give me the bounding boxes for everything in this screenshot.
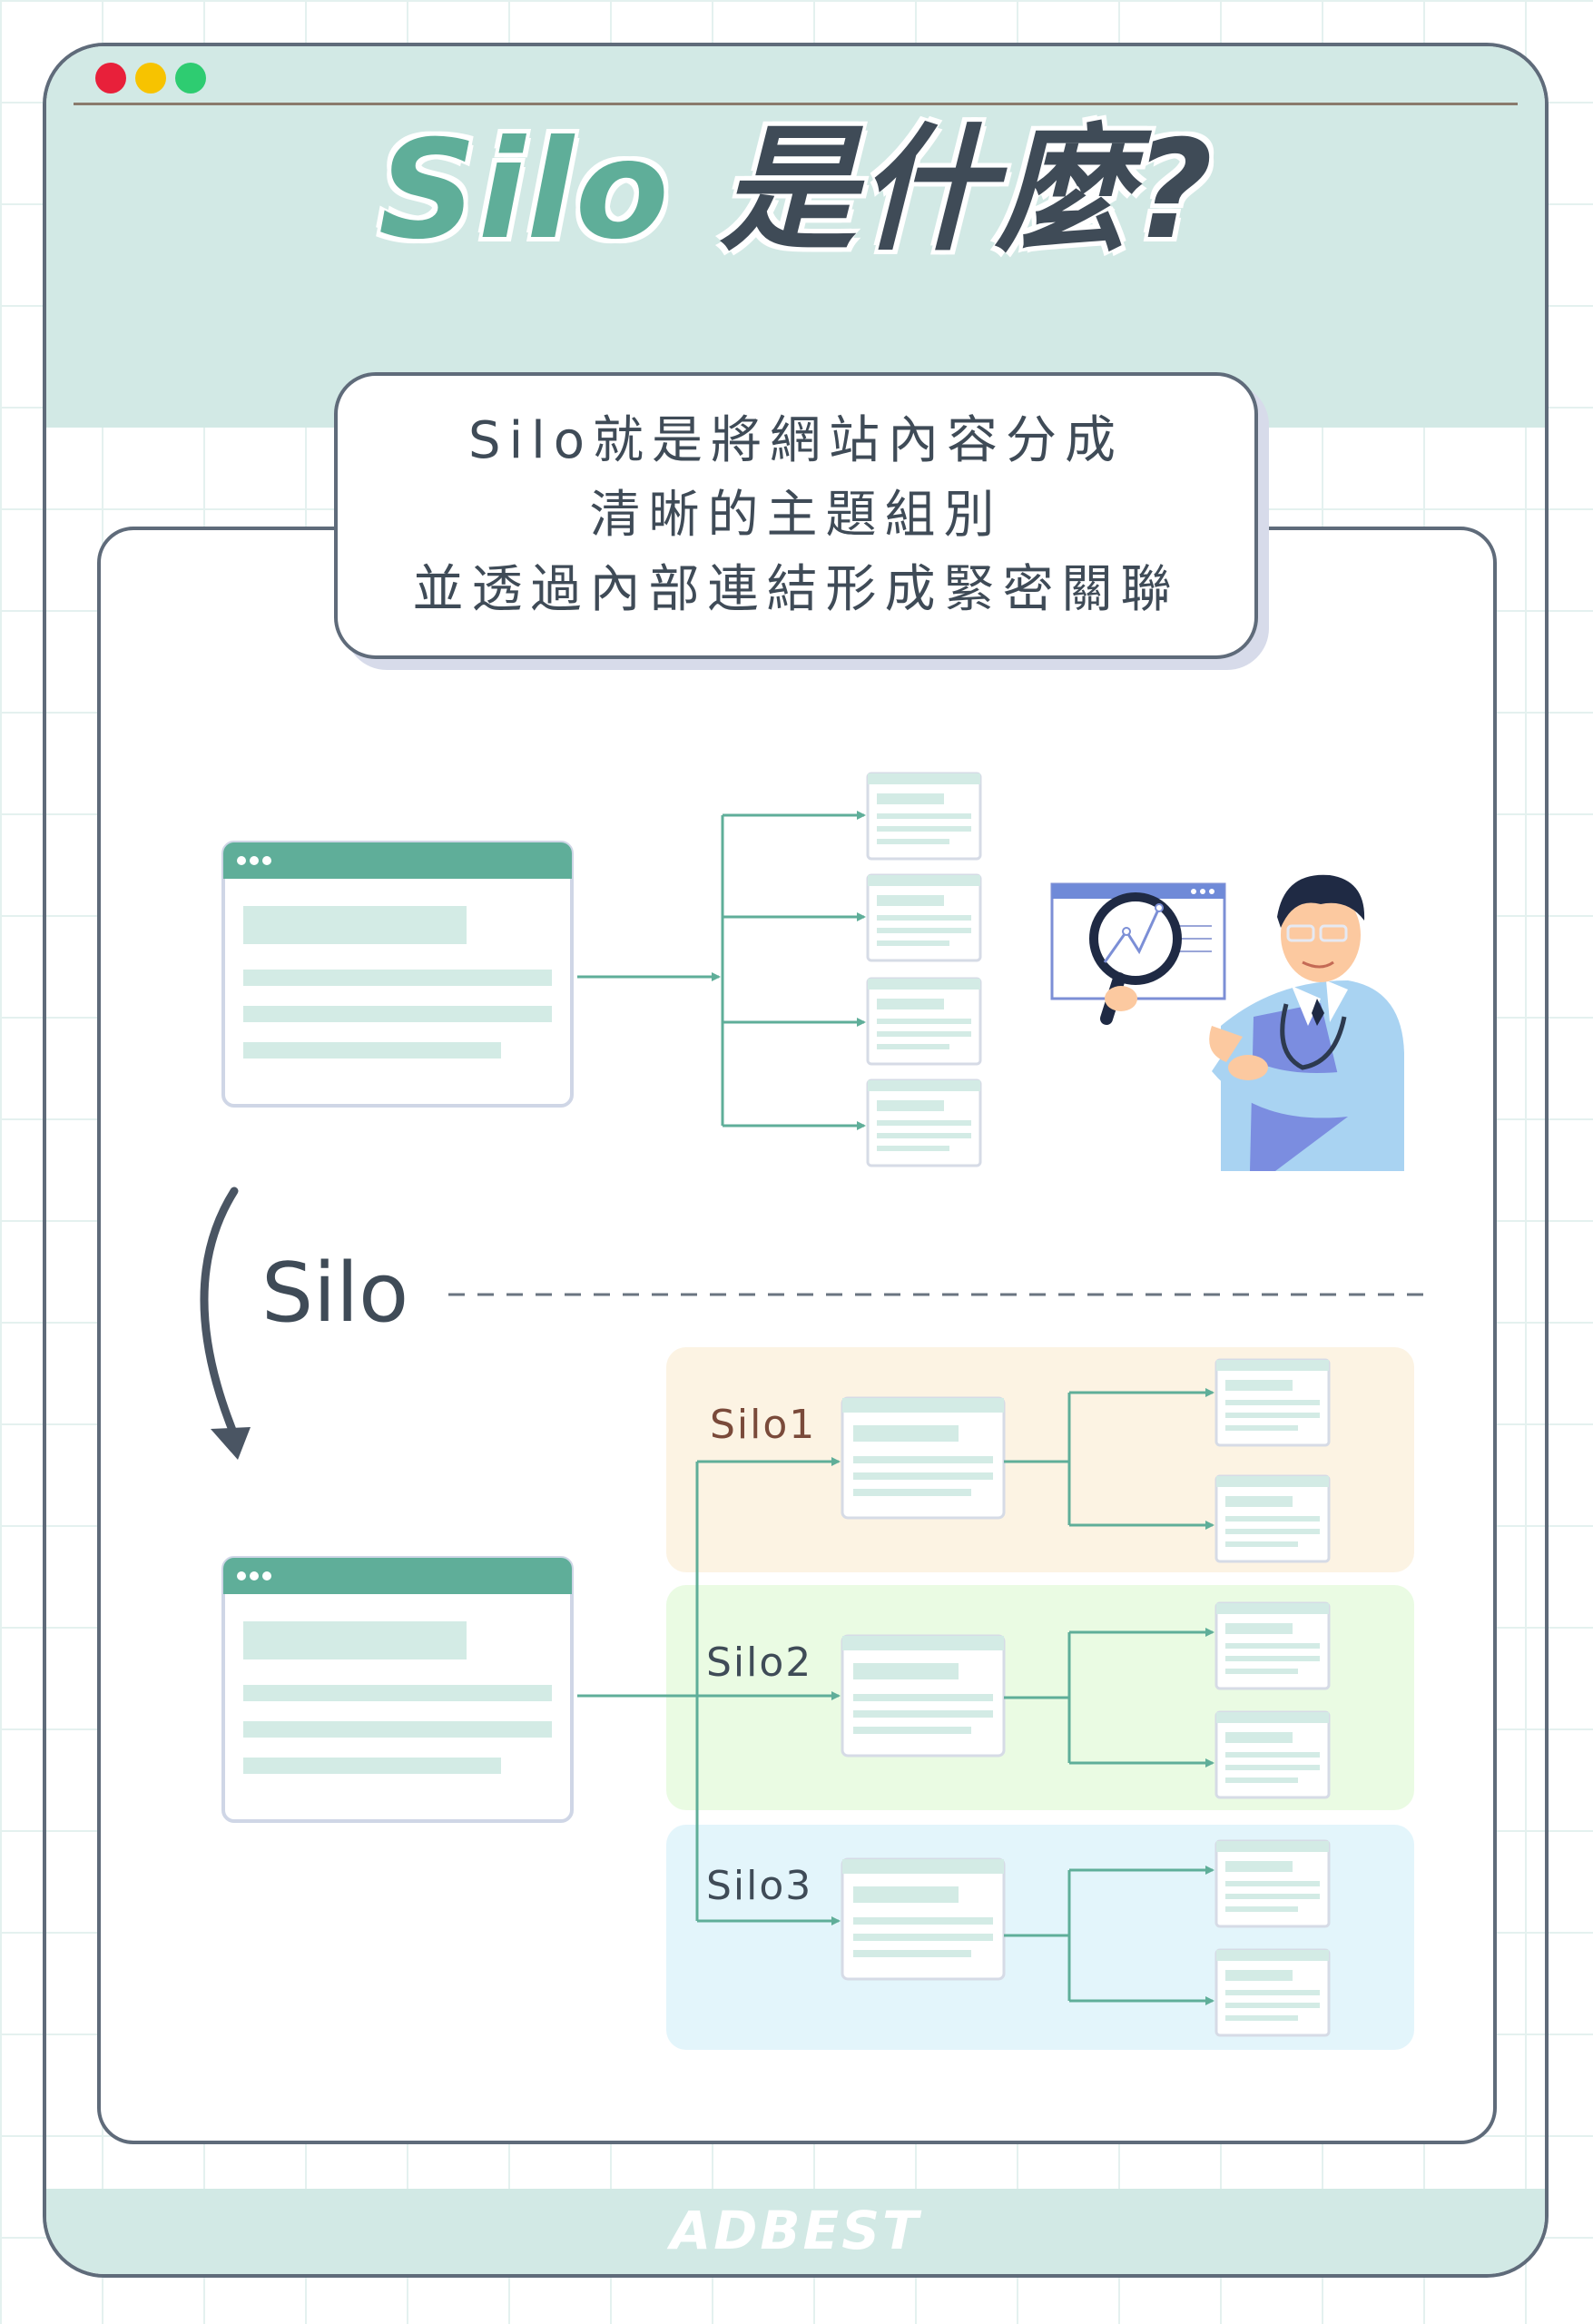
- subpage-top-1: [866, 772, 982, 861]
- silo3-subpage-1: [1214, 1839, 1331, 1928]
- top-connectors: [577, 811, 866, 1130]
- page-title: Silo 是什麼?: [0, 123, 1593, 259]
- page-title-part1: Silo: [378, 112, 671, 270]
- titlebar-divider: [74, 103, 1518, 105]
- subpage-top-4: [866, 1078, 982, 1167]
- analyst-illustration: [1050, 874, 1404, 1171]
- silo2-category-page: [841, 1634, 1006, 1758]
- silo2-subpage-1: [1214, 1601, 1331, 1690]
- footer-band: ADBEST: [46, 2189, 1545, 2274]
- transition-arrow-icon: [200, 1187, 251, 1460]
- silo-2-label: Silo2: [706, 1640, 813, 1686]
- silo-transition-label: Silo: [261, 1246, 409, 1341]
- silo3-subpage-2: [1214, 1948, 1331, 2037]
- window-frame: ADBEST: [43, 43, 1549, 2278]
- silo-1-label: Silo1: [710, 1402, 817, 1448]
- minimize-dot-icon[interactable]: [135, 63, 166, 94]
- close-dot-icon[interactable]: [95, 63, 126, 94]
- callout-line-2: 清晰的主題組別: [589, 486, 1003, 545]
- definition-callout: Silo就是將網站內容分成 清晰的主題組別 並透過內部連結形成緊密關聯: [334, 372, 1258, 659]
- subpage-top-3: [866, 977, 982, 1066]
- silo2-subpage-2: [1214, 1710, 1331, 1799]
- header-band: [46, 46, 1545, 428]
- callout-line-3: 並透過內部連結形成緊密關聯: [412, 560, 1180, 619]
- silo1-subpage-2: [1214, 1474, 1331, 1563]
- silo-3-label: Silo3: [706, 1863, 813, 1909]
- window-controls: [95, 63, 206, 94]
- home-page-bottom: [221, 1556, 574, 1823]
- home-page-top: [221, 841, 574, 1108]
- page-title-part2: 是什麼?: [720, 112, 1215, 270]
- callout-line-1: Silo就是將網站內容分成: [468, 411, 1124, 470]
- silo3-category-page: [841, 1857, 1006, 1981]
- silo-connectors: [577, 1388, 1214, 2005]
- silo1-category-page: [841, 1396, 1006, 1520]
- subpage-top-2: [866, 873, 982, 962]
- maximize-dot-icon[interactable]: [175, 63, 206, 94]
- silo1-subpage-1: [1214, 1358, 1331, 1447]
- footer-brand: ADBEST: [670, 2200, 921, 2261]
